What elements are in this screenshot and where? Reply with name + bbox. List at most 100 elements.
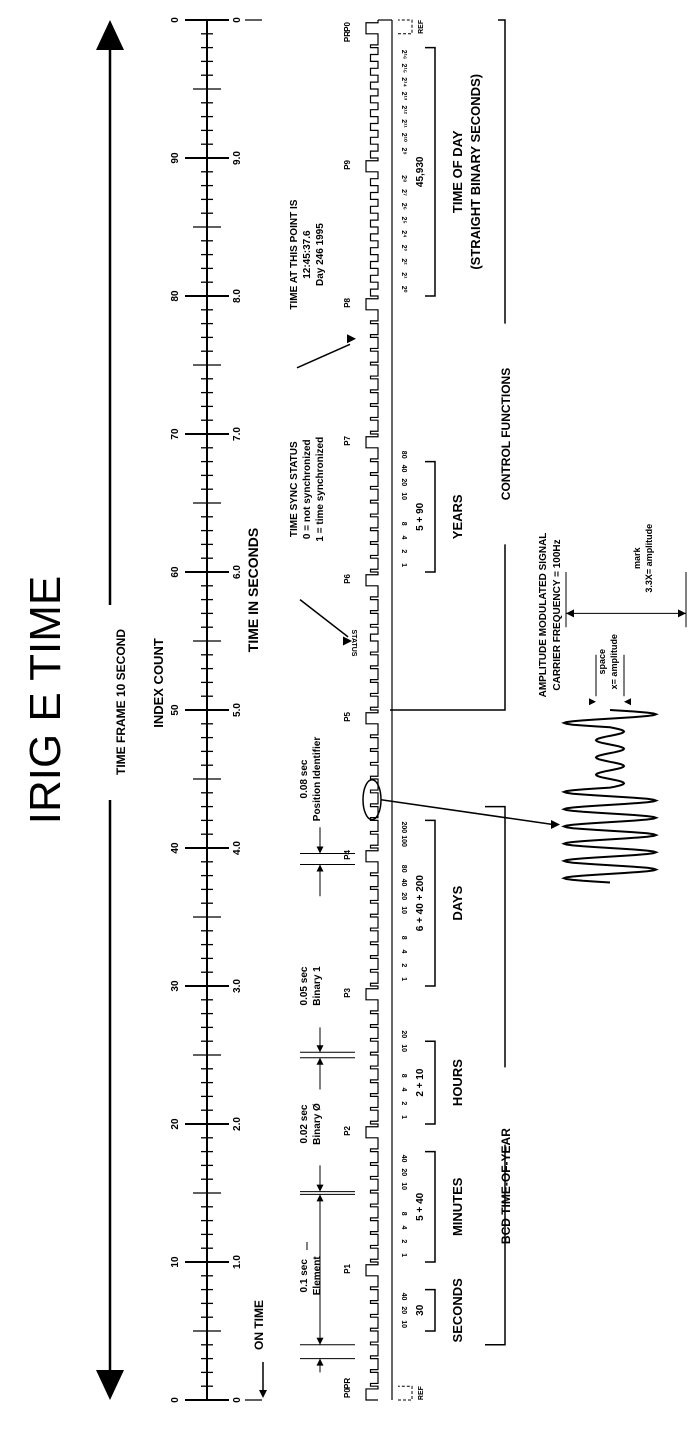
- timeframe-label: TIME FRAME 10 SECOND: [114, 629, 128, 775]
- mark-label1: mark: [632, 546, 642, 569]
- minutes-bit-label: 40: [400, 1155, 407, 1163]
- position-marker-label: P0: [343, 21, 352, 31]
- days-bit-label: 20: [400, 892, 407, 900]
- minutes-bracket: [425, 1150, 436, 1263]
- minutes-bit-label: 1: [400, 1253, 407, 1257]
- position-marker-label: P5: [343, 711, 352, 721]
- time-ruler: 0102030405060708090001.02.03.04.05.06.07…: [96, 17, 267, 1403]
- index-tick-label: 50: [170, 704, 181, 716]
- tod-label: TIME OF DAY: [450, 130, 465, 213]
- days-bit-label: 100: [400, 835, 407, 847]
- time-tick-label: 1.0: [232, 1255, 243, 1269]
- ref-label: REF: [418, 1385, 425, 1400]
- hours-bit-label: 1: [400, 1115, 407, 1119]
- tod-value: 45,930: [415, 156, 426, 187]
- index-count-label: INDEX COUNT: [151, 638, 166, 728]
- index-tick-label: 70: [170, 428, 181, 440]
- tod-bit-label: 2¹³: [400, 92, 407, 101]
- tod-bit-label: 2⁵: [400, 217, 407, 224]
- position-marker-label: P8: [343, 297, 352, 307]
- position-marker-label: P7: [343, 435, 352, 445]
- hours-bit-label: 2: [400, 1101, 407, 1105]
- seconds-label: SECONDS: [450, 1278, 465, 1343]
- signal-title1: AMPLITUDE MODULATED SIGNAL: [538, 533, 549, 698]
- space-arrow-head: [589, 698, 596, 706]
- time-tick-label: 6.0: [232, 565, 243, 579]
- seconds-bit-label: 10: [400, 1320, 407, 1328]
- index-tick-label: 30: [170, 980, 181, 992]
- hours-bit-label: 20: [400, 1030, 407, 1038]
- sync-status-title: TIME SYNC STATUS: [289, 441, 300, 537]
- index-tick-label: 80: [170, 290, 181, 302]
- position-marker-label: P0: [343, 1388, 352, 1398]
- binary1-arrow-head: [316, 1057, 324, 1065]
- binary0-arrow-head: [316, 1184, 324, 1192]
- space-label1: space: [597, 649, 607, 675]
- position-marker-label: P1: [343, 1263, 352, 1273]
- days-bit-label: 4: [400, 950, 407, 954]
- element-arrow-head: [316, 1358, 324, 1366]
- position-name: Position Identifier: [312, 737, 323, 822]
- binary0-arrow-head: [316, 1194, 324, 1202]
- days-label: DAYS: [450, 885, 465, 920]
- hours-bracket: [425, 1040, 436, 1125]
- index-tick-label: 90: [170, 152, 181, 164]
- years-bit-label: 10: [400, 492, 407, 500]
- tod-bit-label: 2⁷: [400, 189, 407, 196]
- tod-bit-label: 2¹⁵: [400, 64, 407, 74]
- minutes-bit-label: 20: [400, 1168, 407, 1176]
- binary0-duration: 0.02 sec: [299, 1104, 310, 1143]
- tod-bit-label: 2¹¹: [400, 119, 407, 128]
- years-bit-label: 4: [400, 536, 407, 540]
- time-tick-label: 2.0: [232, 1117, 243, 1131]
- magnify-arrow-head: [551, 820, 560, 830]
- time-point-line2: 12:45:37.6: [302, 230, 313, 279]
- pr-label: PR: [343, 1378, 352, 1389]
- sync-status-line2: 1 = time synchronized: [315, 437, 326, 542]
- sync-status-line1: 0 = not synchronized: [302, 439, 313, 539]
- days-bit-label: 40: [400, 879, 407, 887]
- position-marker-label: P3: [343, 987, 352, 997]
- tod-bit-label: 2⁴: [400, 230, 407, 238]
- mark-arrow-head: [566, 609, 574, 618]
- tod-bit-label: 2⁰: [400, 286, 408, 293]
- years-bit-label: 40: [400, 465, 407, 473]
- days-bracket: [425, 819, 436, 987]
- bcd-label: BCD TIME-OF-YEAR: [499, 1128, 513, 1244]
- days-bit-label: 200: [400, 821, 407, 833]
- index-tick-label: 0: [170, 17, 181, 23]
- mark-arrow-head: [678, 609, 686, 618]
- minutes-bit-label: 4: [400, 1226, 407, 1230]
- position-arrow-head: [316, 846, 324, 854]
- tod-bracket: [425, 46, 436, 297]
- years-bracket: [425, 460, 436, 573]
- index-tick-label: 0: [170, 1397, 181, 1403]
- signal-title2: CARRIER FREQUENCY = 100Hz: [552, 539, 563, 690]
- timeframe-arrow-head: [96, 1370, 124, 1400]
- position-arrow-head: [316, 864, 324, 872]
- time-tick-label: 0: [232, 1397, 243, 1403]
- tod-bit-label: 2¹⁴: [400, 77, 407, 87]
- seconds-bit-label: 20: [400, 1306, 407, 1314]
- position-marker-label: P9: [343, 159, 352, 169]
- position-duration: 0.08 sec: [299, 759, 310, 798]
- tod-bit-label: 2⁹: [400, 147, 407, 154]
- control-bracket: [390, 544, 506, 711]
- sync-status-pointer: [299, 599, 349, 638]
- ref-label: REF: [418, 19, 425, 34]
- binary1-arrow-head: [316, 1045, 324, 1053]
- time-tick-label: 4.0: [232, 841, 243, 855]
- pr-label: PR: [343, 31, 352, 42]
- days-bit-label: 10: [400, 906, 407, 914]
- minutes-value: 5 + 40: [415, 1192, 426, 1221]
- time-tick-label: 5.0: [232, 703, 243, 717]
- days-bit-label: 80: [400, 865, 407, 873]
- timeframe-arrow-head: [96, 20, 124, 50]
- hours-label: HOURS: [450, 1059, 465, 1106]
- am-signal-wave: [561, 709, 659, 884]
- minutes-bit-label: 8: [400, 1212, 407, 1216]
- magnify-pointer: [380, 798, 554, 826]
- minutes-label: MINUTES: [450, 1177, 465, 1236]
